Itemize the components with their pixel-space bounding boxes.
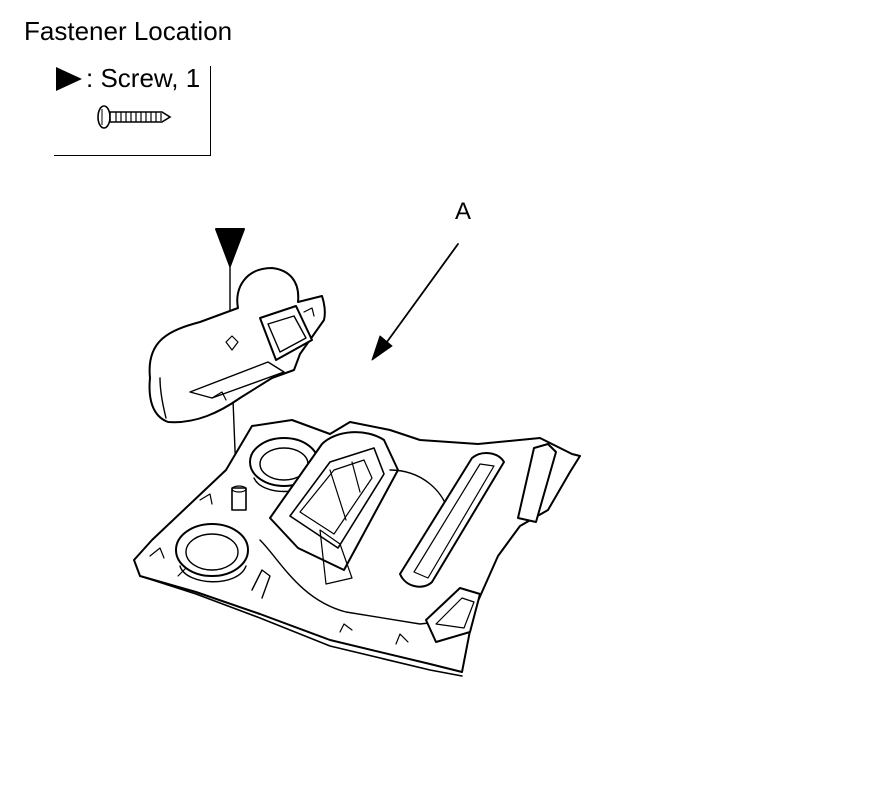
screw-location-marker (215, 228, 245, 267)
screw-icon (97, 105, 172, 129)
console-panel (133, 419, 581, 677)
removed-trim-piece (148, 267, 326, 424)
page-title: Fastener Location (24, 16, 233, 46)
callout-a-leader (383, 243, 459, 347)
callout-a-arrowhead (371, 335, 393, 361)
fastener-legend: : Screw, 1 (54, 63, 211, 156)
legend-label: : Screw, 1 (86, 63, 201, 93)
triangle-marker-icon (56, 67, 82, 91)
callout-a-label: A (455, 198, 472, 225)
